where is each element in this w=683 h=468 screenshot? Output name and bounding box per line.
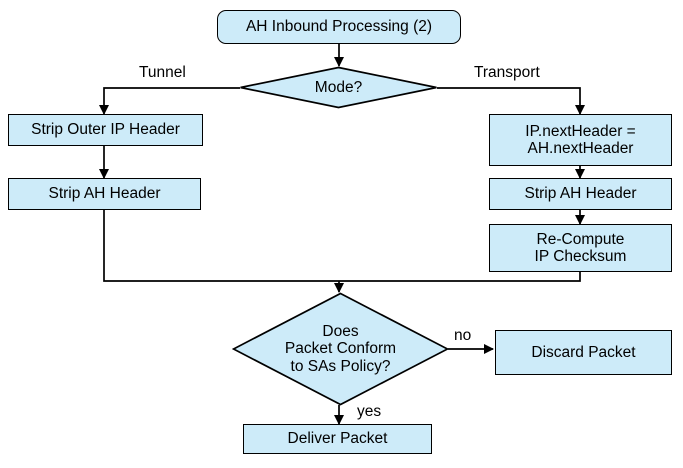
- node-policy-decision-label: Does Packet Conform to SAs Policy?: [284, 322, 397, 375]
- policy-diamond-shape: [232, 292, 449, 406]
- node-start[interactable]: AH Inbound Processing (2): [217, 10, 461, 44]
- node-deliver-packet[interactable]: Deliver Packet: [243, 424, 432, 454]
- edge-mode-to-strip-outer-ip: [98, 87, 240, 116]
- node-discard-packet[interactable]: Discard Packet: [495, 330, 672, 375]
- edge-label-tunnel: Tunnel: [139, 64, 186, 81]
- node-next-header-assign[interactable]: IP.nextHeader = AH.nextHeader: [489, 114, 672, 166]
- edge-label-no: no: [454, 327, 472, 344]
- edge-label-transport: Transport: [474, 64, 540, 81]
- edge-tunnel-merge: [103, 210, 339, 282]
- node-strip-ah-header-transport[interactable]: Strip AH Header: [489, 178, 672, 210]
- edge-mode-to-next-header: [437, 87, 586, 116]
- mode-diamond-shape: [240, 66, 437, 109]
- node-mode-decision-label: Mode?: [314, 78, 363, 96]
- node-recompute-checksum[interactable]: Re-Compute IP Checksum: [489, 224, 672, 272]
- node-strip-outer-ip-header[interactable]: Strip Outer IP Header: [8, 114, 203, 146]
- node-policy-decision[interactable]: Does Packet Conform to SAs Policy?: [232, 292, 449, 406]
- edge-label-yes: yes: [357, 403, 382, 420]
- node-strip-ah-header-tunnel[interactable]: Strip AH Header: [8, 178, 201, 210]
- edge-transport-merge: [339, 272, 581, 282]
- node-mode-decision[interactable]: Mode?: [239, 66, 438, 109]
